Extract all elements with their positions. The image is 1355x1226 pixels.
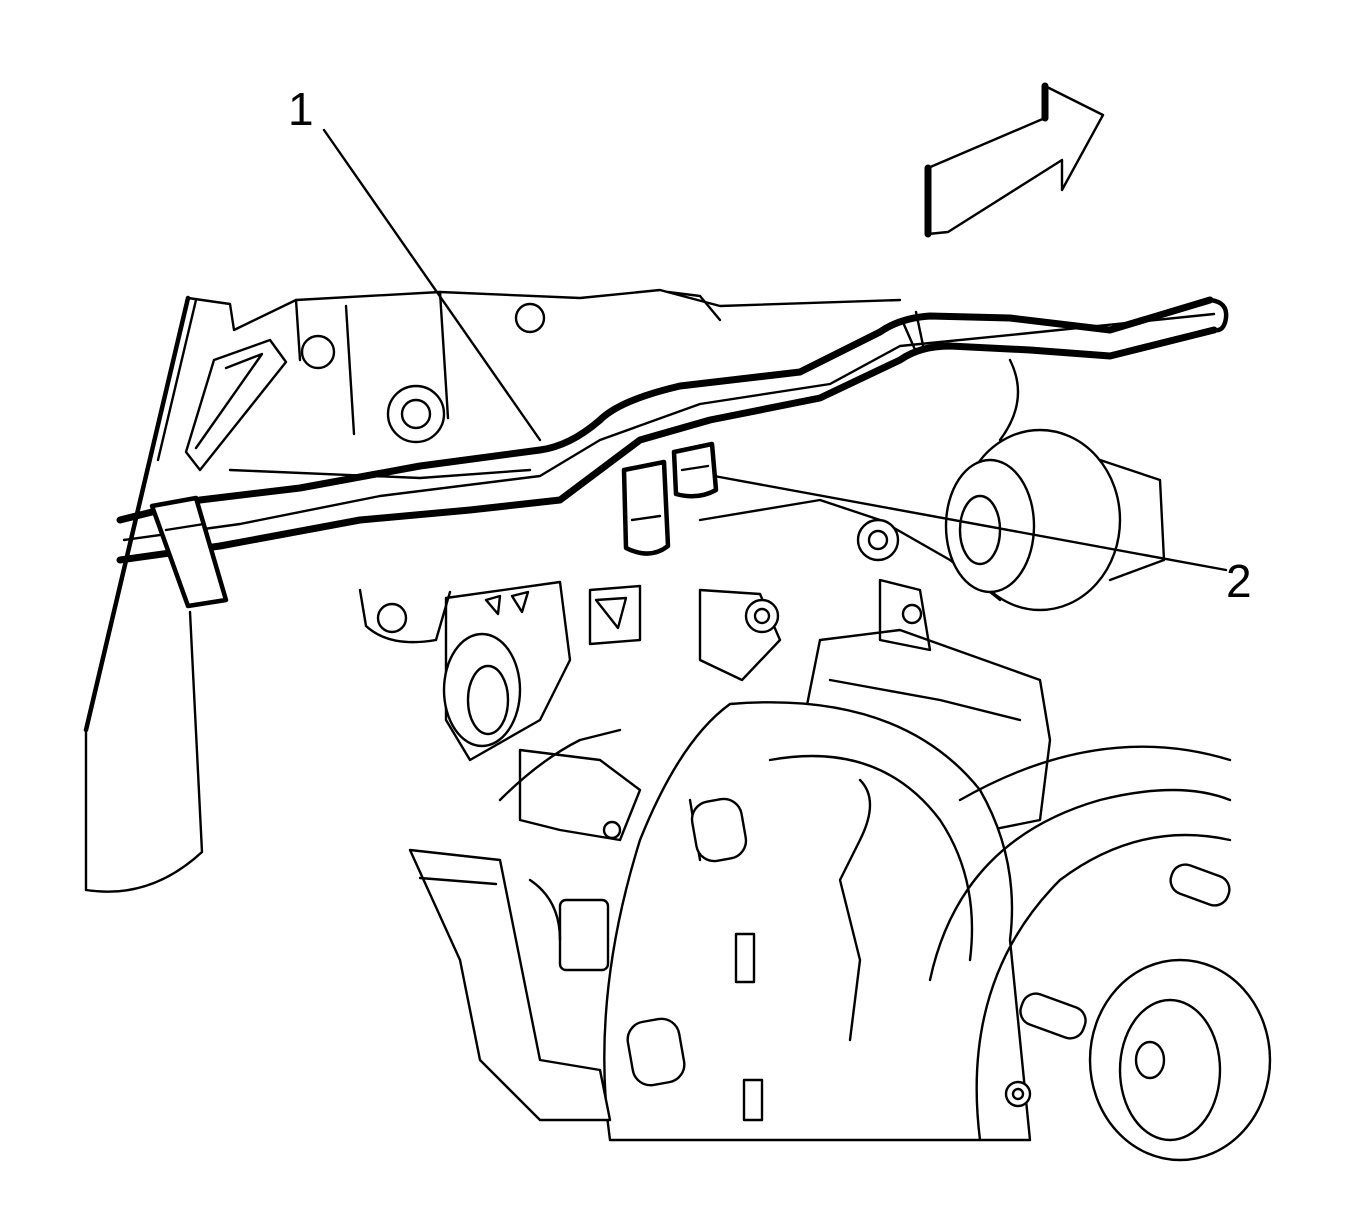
- brake-rotor: [603, 701, 1032, 1142]
- line-clip: [621, 441, 719, 556]
- line-retainer-left: [149, 495, 229, 609]
- coolant-hoses: [408, 728, 642, 1122]
- steering-knuckle: [442, 498, 1002, 762]
- callout-2: 2: [1226, 555, 1252, 607]
- fuel-brake-line: [116, 296, 1229, 564]
- drive-pulley: [944, 358, 1166, 612]
- callout-1: 1: [288, 83, 314, 135]
- leader-line-1: [322, 128, 542, 442]
- leader-line-2: [712, 474, 1228, 572]
- brake-caliper: [798, 578, 1052, 842]
- wheel-hub: [928, 745, 1272, 1162]
- leader-lines: [322, 128, 1228, 572]
- engine-block: [184, 288, 902, 644]
- direction-arrow-icon: [924, 82, 1105, 238]
